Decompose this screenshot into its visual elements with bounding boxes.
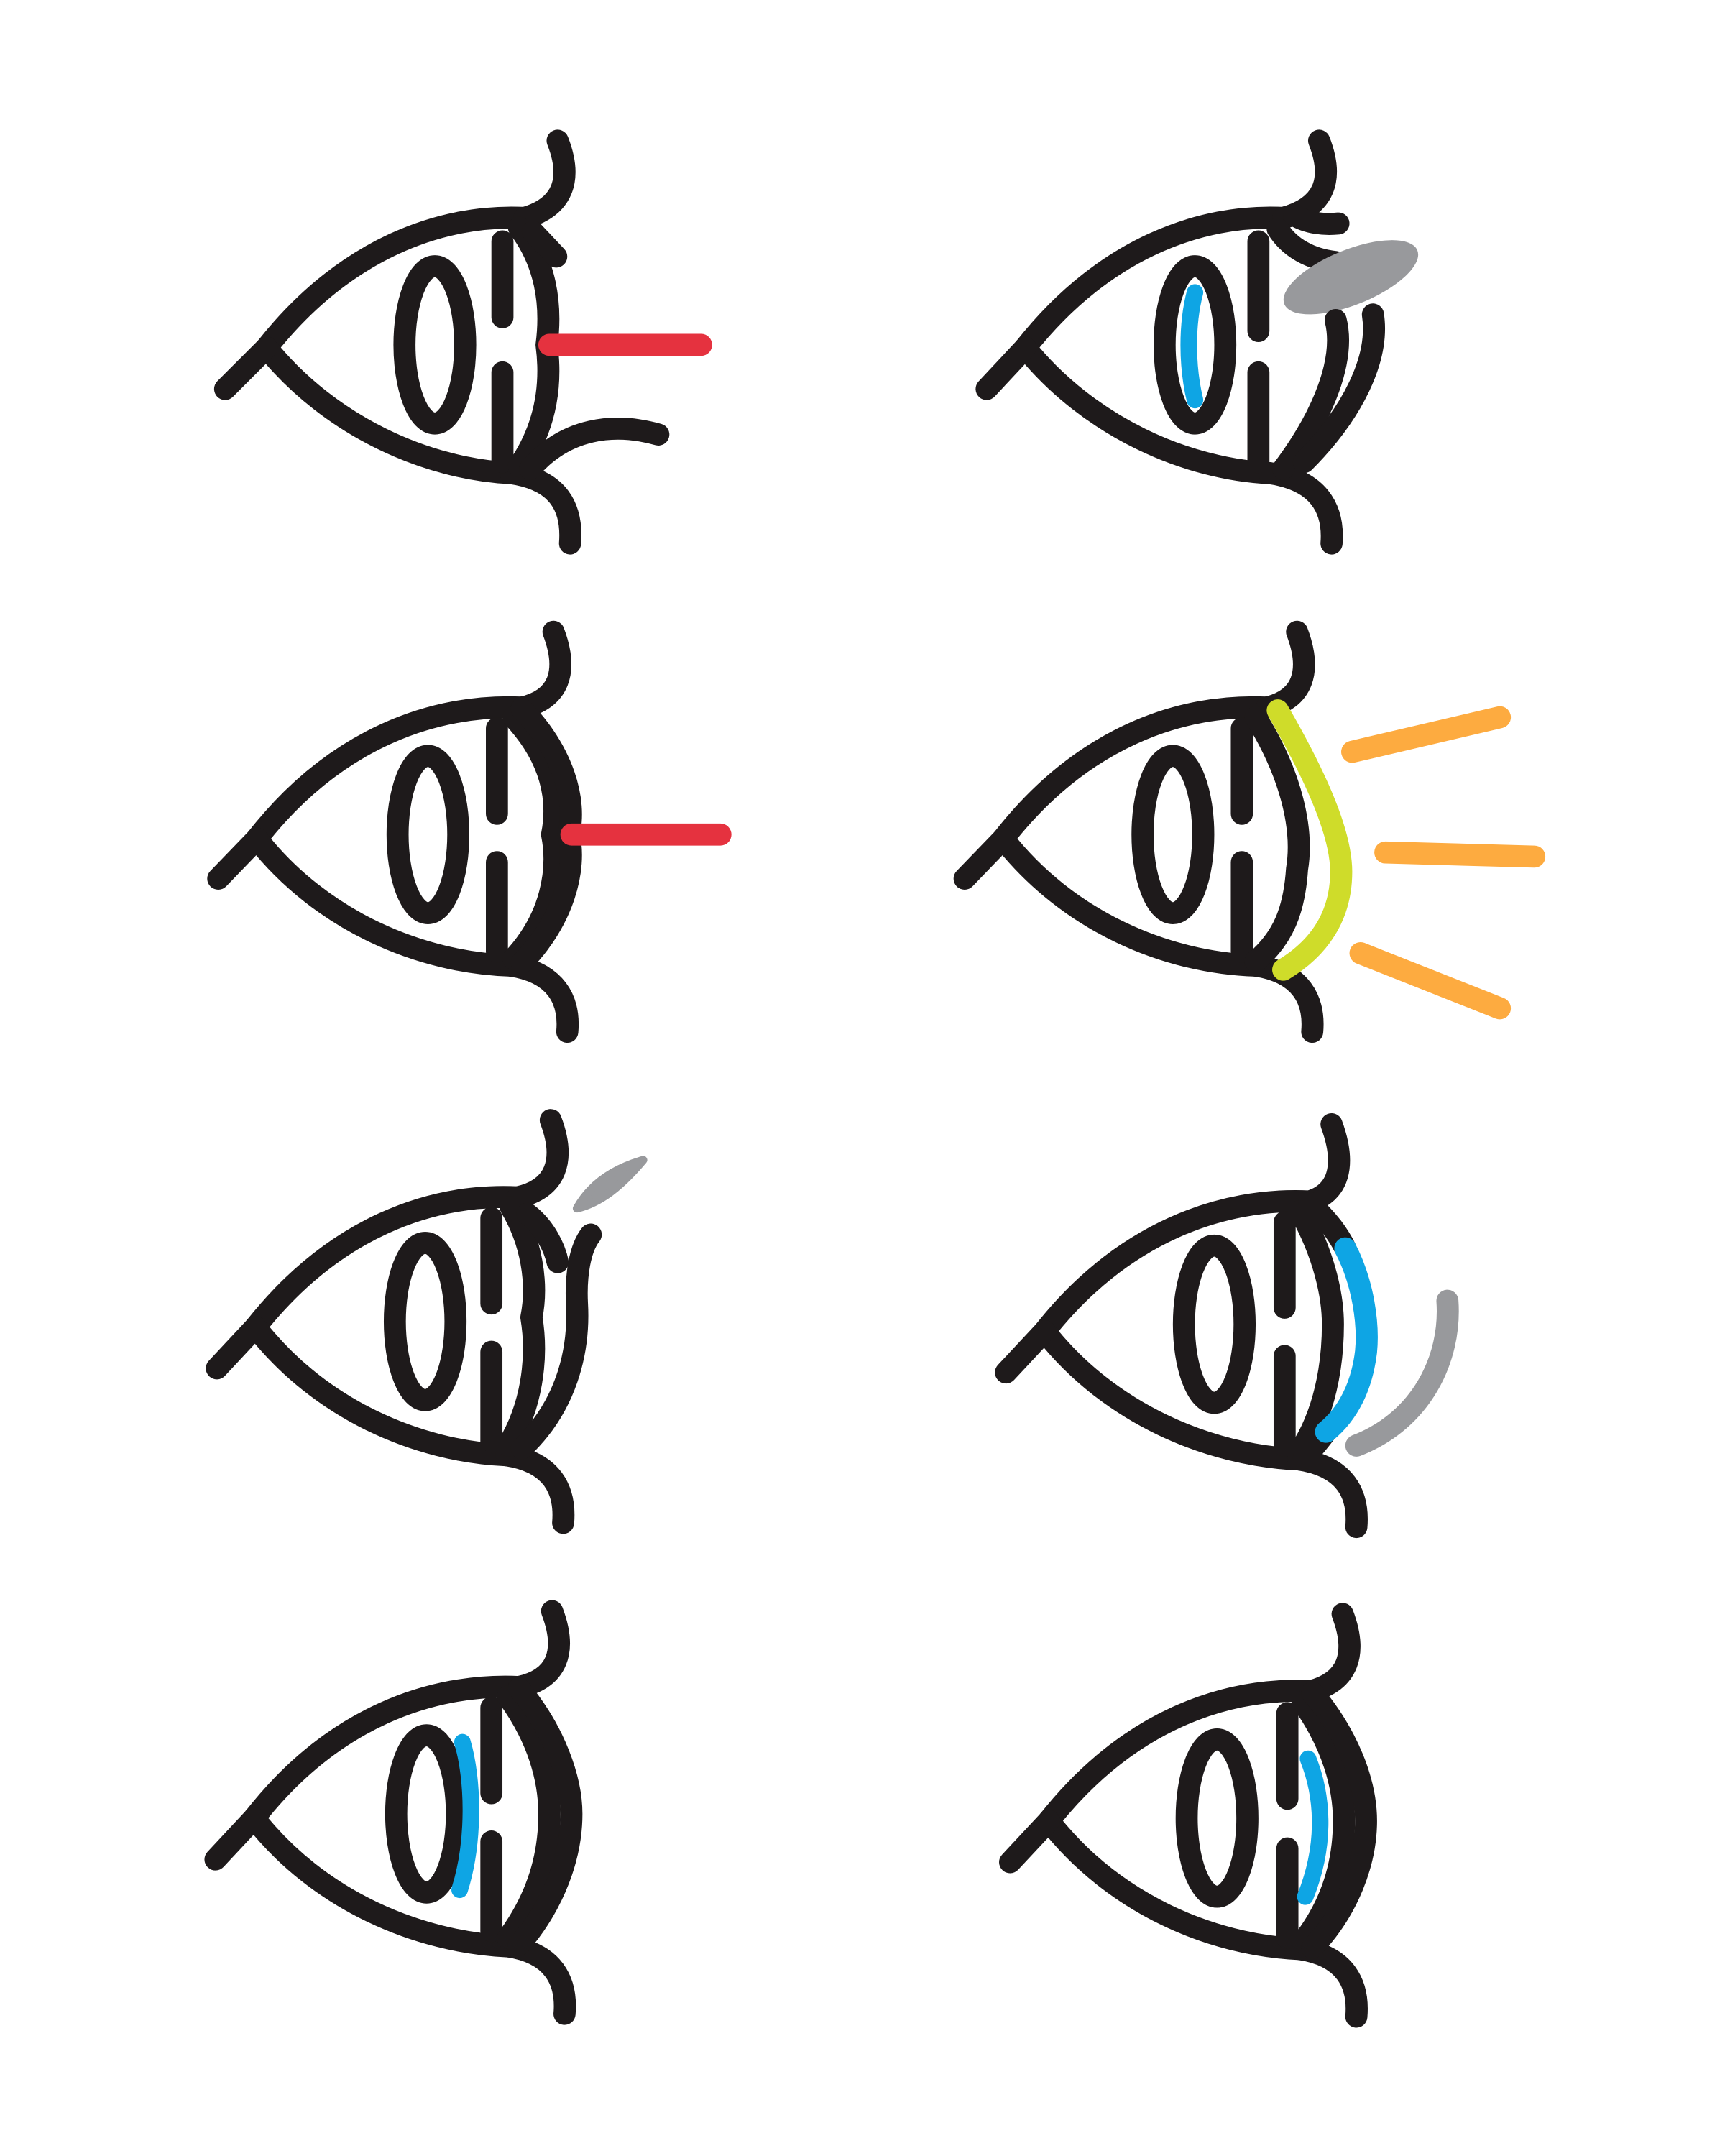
lid-edge (510, 1223, 602, 1460)
eye-4 (953, 620, 1546, 1044)
cheek-hook (500, 954, 579, 1044)
cornea-surface (497, 1196, 546, 1457)
eye-corner-line (204, 1807, 265, 1871)
eyelid-upper (1037, 1680, 1322, 1832)
lash-upper (521, 221, 568, 268)
cheek-hook (1258, 461, 1343, 555)
eyelid-lower (1014, 336, 1281, 484)
cheek-hook (497, 1935, 576, 2025)
gray-arc (1345, 1289, 1459, 1457)
eye-corner-line (953, 827, 1015, 890)
cornea-highlight (1266, 699, 1353, 981)
eye-6 (995, 1112, 1459, 1539)
lower-lid-curl (519, 418, 670, 480)
eye-5 (206, 1109, 648, 1534)
brow-hook (507, 1600, 570, 1698)
gray-drop (572, 1156, 648, 1213)
eyelid-upper (1014, 206, 1294, 359)
cornea-inner (1289, 1199, 1344, 1462)
eye-corner-line (975, 336, 1036, 400)
cornea-inner (502, 706, 566, 970)
eyelid-upper (1034, 1189, 1321, 1342)
cheek-hook (500, 461, 581, 555)
eyelid-lower (246, 827, 522, 977)
cornea-surface (1272, 308, 1349, 480)
eye-corner-line (999, 1810, 1060, 1874)
eyelid-lower (244, 1316, 518, 1467)
cheek-hook (1244, 954, 1324, 1044)
eye-corner-line (207, 827, 268, 890)
lash-upper (516, 1202, 569, 1273)
brow-hook (513, 129, 576, 229)
cheek-hook (1289, 1938, 1368, 2028)
brow-hook (510, 620, 571, 719)
blue-cornea-layer (1315, 1237, 1378, 1443)
eyelid-upper (246, 696, 533, 850)
brow-hook (506, 1109, 569, 1209)
eyelid-lower (243, 1807, 520, 1958)
pupil (1175, 1728, 1259, 1908)
lash-upper-2 (1283, 204, 1350, 235)
brow-hook (1300, 1603, 1361, 1703)
eye-corner-line (213, 336, 278, 400)
cornea-outer (1292, 303, 1385, 474)
gray-drop (1283, 240, 1419, 315)
pupil (1172, 1234, 1256, 1414)
pupil (393, 255, 477, 435)
eyelid-lower (1037, 1810, 1311, 1961)
eyelid-lower (255, 336, 522, 484)
eye-2 (975, 129, 1419, 555)
cornea-inner (1291, 1691, 1356, 1953)
cornea-outer (1301, 1681, 1377, 1959)
blue-inner-cornea-line (1297, 1750, 1329, 1905)
blue-lens-line (451, 1733, 479, 1899)
eyelid-lower (992, 827, 1267, 977)
light-ray-middle (1374, 841, 1546, 868)
cornea-inner (497, 1685, 561, 1950)
cheek-hook (1287, 1448, 1368, 1539)
pupil (1131, 745, 1215, 924)
eye-8 (999, 1603, 1377, 2028)
eye-3 (207, 620, 732, 1044)
brow-hook (1256, 620, 1315, 719)
eye-corner-line (995, 1319, 1056, 1384)
eyelid-upper (244, 1186, 529, 1338)
light-ray-top (1341, 706, 1512, 763)
cornea-outer (507, 1677, 583, 1956)
eyelid-lower (1034, 1319, 1310, 1471)
pupil (386, 745, 469, 924)
pupil (385, 1724, 469, 1904)
light-ray-bottom (1349, 941, 1512, 1020)
eyelid-upper (255, 206, 536, 359)
pupil (383, 1232, 467, 1411)
eye-7 (204, 1600, 583, 2025)
eyelid-upper (243, 1675, 530, 1830)
eyelid-upper (992, 696, 1278, 850)
eye-corner-line (206, 1316, 267, 1380)
iris-highlight (1180, 284, 1204, 409)
cheek-hook (495, 1444, 575, 1534)
pupil (1153, 255, 1237, 435)
cornea-inner (1244, 706, 1310, 973)
eye-1 (213, 129, 712, 555)
brow-hook (1298, 1112, 1351, 1213)
